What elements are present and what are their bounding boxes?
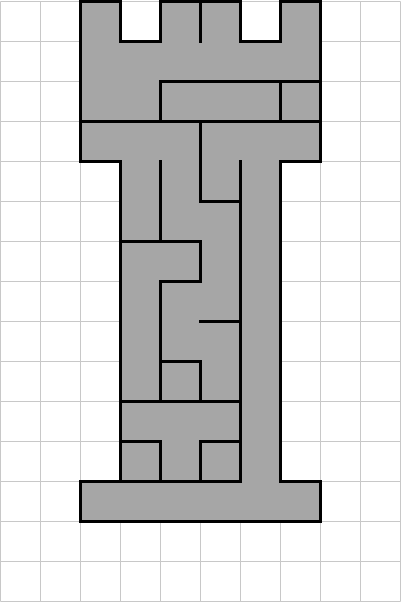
tower-cell <box>201 2 241 42</box>
tower-cell <box>121 442 161 482</box>
tower-cell <box>81 42 121 82</box>
tower-cell <box>161 82 201 122</box>
tower-cell <box>281 82 321 122</box>
tower-cell <box>161 162 201 202</box>
tower-cell <box>201 42 241 82</box>
tower-cell <box>121 82 161 122</box>
tower-cell <box>241 162 281 202</box>
tower-cell <box>241 322 281 362</box>
tower-cell <box>161 242 201 282</box>
tower-cell <box>161 202 201 242</box>
tower-cell <box>121 42 161 82</box>
tower-cell <box>201 202 241 242</box>
tower-cell <box>201 242 241 282</box>
tower-cell <box>201 322 241 362</box>
tower-cell <box>121 322 161 362</box>
tower-cell <box>81 122 121 162</box>
tower-cell <box>121 282 161 322</box>
tower-cell <box>201 162 241 202</box>
tower-cell <box>281 482 321 522</box>
tower-cell <box>121 162 161 202</box>
tower-cell <box>201 402 241 442</box>
tower-cell <box>201 282 241 322</box>
tower-cell <box>161 42 201 82</box>
tower-cell <box>121 122 161 162</box>
tower-cell <box>201 442 241 482</box>
tower-cell <box>161 482 201 522</box>
tower-cell <box>241 242 281 282</box>
tower-cell <box>161 282 201 322</box>
tower-cell <box>161 442 201 482</box>
tower-cell <box>241 362 281 402</box>
tower-cell <box>121 202 161 242</box>
tower-cell <box>241 482 281 522</box>
tower-cell <box>241 402 281 442</box>
tower-cell <box>241 82 281 122</box>
tower-cell <box>121 402 161 442</box>
tower-cell <box>161 2 201 42</box>
tower-cell <box>121 242 161 282</box>
tower-cell <box>201 362 241 402</box>
tower-cell <box>121 362 161 402</box>
tower-cell <box>241 282 281 322</box>
tower-cell <box>201 122 241 162</box>
tower-cell <box>201 82 241 122</box>
tower-cell <box>161 322 201 362</box>
tower-cell <box>241 42 281 82</box>
tower-cell <box>161 402 201 442</box>
tower-cell <box>81 2 121 42</box>
tower-cell <box>81 82 121 122</box>
tower-cell <box>121 482 161 522</box>
tower-cell <box>161 122 201 162</box>
tower-cell <box>201 482 241 522</box>
tower-cell <box>241 202 281 242</box>
tower-cell <box>241 122 281 162</box>
tower-cell <box>81 482 121 522</box>
tower-cell <box>161 362 201 402</box>
tower-cell <box>281 2 321 42</box>
tower-cell <box>281 42 321 82</box>
tower-cell <box>281 122 321 162</box>
tower-cell <box>241 442 281 482</box>
